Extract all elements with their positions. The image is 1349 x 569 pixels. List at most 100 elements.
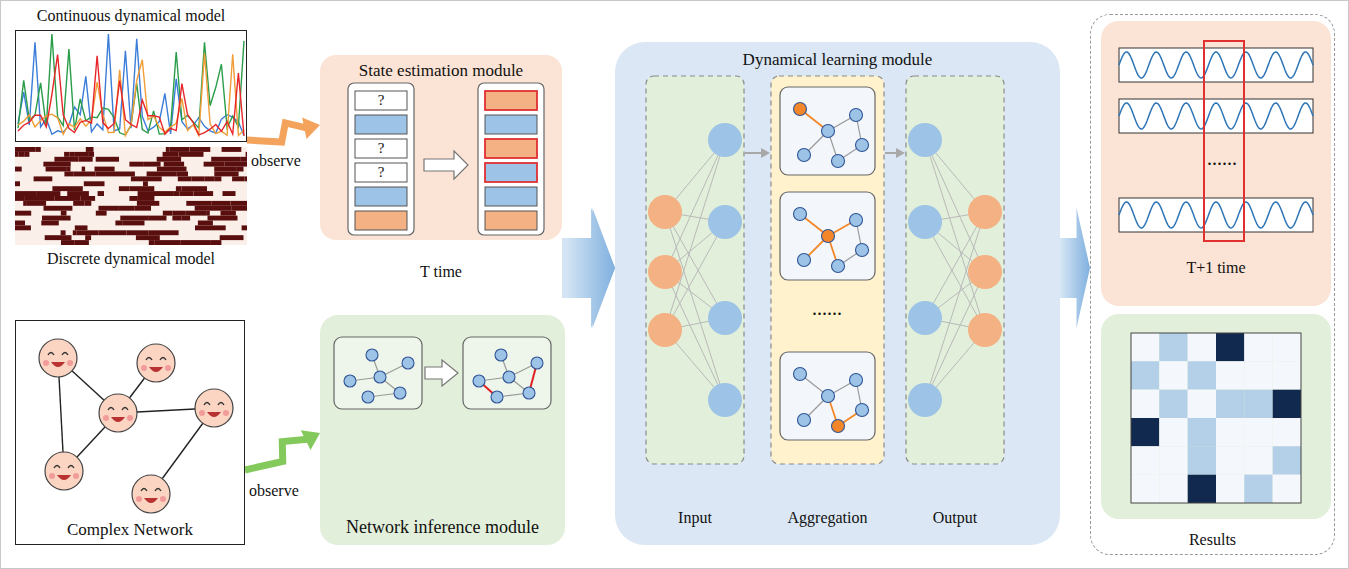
matrix-cell bbox=[1159, 390, 1187, 418]
graph-panel bbox=[780, 87, 875, 175]
face-mouth bbox=[111, 417, 125, 422]
graph-node bbox=[495, 349, 507, 361]
state-bar bbox=[54, 196, 80, 201]
state-bar bbox=[231, 201, 248, 206]
state-bar bbox=[15, 221, 25, 226]
matrix-cell bbox=[1188, 361, 1216, 389]
state-bar bbox=[85, 235, 91, 240]
state-bar bbox=[73, 201, 84, 206]
face-cheek bbox=[141, 365, 147, 371]
state-cell bbox=[355, 211, 407, 230]
ellipsis: ...... bbox=[1205, 147, 1239, 169]
face-mouth bbox=[149, 367, 163, 372]
state-bar bbox=[67, 191, 89, 196]
matrix-cell bbox=[1273, 475, 1301, 503]
state-bar bbox=[15, 191, 37, 196]
state-bar bbox=[86, 147, 94, 152]
node-text: T time bbox=[320, 263, 562, 281]
edge-label: observe bbox=[249, 152, 303, 170]
node-text: Output bbox=[905, 509, 1005, 527]
bolt-line bbox=[245, 439, 307, 470]
state-bar bbox=[166, 147, 170, 152]
matrix-cell bbox=[1131, 361, 1159, 389]
state-bar bbox=[176, 172, 188, 177]
state-cell bbox=[485, 163, 537, 182]
neuron bbox=[708, 205, 742, 239]
state-bar bbox=[98, 191, 104, 196]
state-bar bbox=[84, 181, 105, 186]
series-frame bbox=[1119, 198, 1313, 232]
face-icon bbox=[39, 339, 77, 377]
state-bar bbox=[121, 172, 135, 177]
state-bar bbox=[147, 172, 177, 177]
state-bar bbox=[136, 235, 160, 240]
node-illustration bbox=[15, 6, 247, 142]
state-bar bbox=[79, 157, 93, 162]
flow-arrow bbox=[565, 208, 615, 328]
state-bar bbox=[24, 196, 54, 201]
node-text: Input bbox=[645, 509, 745, 527]
state-bar bbox=[231, 206, 247, 211]
sine-wave bbox=[1119, 103, 1313, 129]
state-bar bbox=[148, 230, 178, 235]
state-bar bbox=[96, 172, 121, 177]
state-bar bbox=[223, 191, 236, 196]
face-cheek bbox=[49, 473, 55, 479]
hollow-arrow bbox=[425, 360, 458, 386]
matrix-cell bbox=[1244, 475, 1272, 503]
state-bar bbox=[15, 225, 31, 230]
neuron bbox=[648, 255, 682, 289]
graph-node bbox=[366, 349, 378, 361]
neuron bbox=[968, 313, 1002, 347]
node-illustration bbox=[905, 75, 1005, 537]
state-bar bbox=[191, 176, 204, 181]
hollow-arrow bbox=[424, 151, 468, 179]
state-bar bbox=[162, 191, 173, 196]
state-cell bbox=[355, 91, 407, 110]
state-bar bbox=[15, 152, 18, 157]
state-bar bbox=[179, 191, 193, 196]
flow-arrow-shape bbox=[1060, 208, 1090, 328]
matrix-cell bbox=[1131, 475, 1159, 503]
face-icon bbox=[195, 389, 233, 427]
neuron bbox=[708, 123, 742, 157]
graph-node bbox=[832, 155, 845, 168]
state-bar bbox=[182, 216, 191, 221]
chart-panel: Continuous dynamical model bbox=[15, 6, 247, 142]
neuron bbox=[908, 301, 942, 335]
state-bar bbox=[44, 206, 73, 211]
face-mouth bbox=[207, 412, 221, 417]
face-cheek bbox=[199, 410, 205, 416]
layer-box: Input bbox=[645, 75, 745, 537]
observe-arrow bbox=[247, 117, 320, 142]
bolt-line bbox=[247, 123, 306, 142]
state-bar bbox=[75, 152, 82, 157]
sine-wave bbox=[1119, 202, 1313, 228]
face-eyes bbox=[146, 358, 166, 361]
state-bar bbox=[41, 221, 59, 226]
series-line bbox=[18, 53, 244, 135]
state-bar bbox=[74, 172, 96, 177]
graph-panel bbox=[463, 337, 551, 409]
matrix-cell bbox=[1273, 446, 1301, 474]
face-cheek bbox=[73, 473, 79, 479]
state-cell bbox=[355, 163, 407, 182]
panel-background bbox=[1101, 21, 1331, 306]
matrix-cell bbox=[1273, 418, 1301, 446]
state-bar bbox=[194, 191, 214, 196]
state-bar bbox=[195, 206, 225, 211]
state-bar bbox=[96, 211, 107, 216]
face-cheek bbox=[103, 415, 109, 421]
layer-box: Output bbox=[905, 75, 1005, 537]
layer-frame bbox=[771, 76, 884, 464]
state-cell bbox=[485, 187, 537, 206]
state-bar bbox=[143, 181, 148, 186]
state-bar bbox=[61, 230, 66, 235]
matrix-cell bbox=[1188, 333, 1216, 361]
state-bar bbox=[221, 211, 236, 216]
face-mouth bbox=[51, 362, 65, 367]
state-bar bbox=[212, 201, 231, 206]
graph-panel bbox=[334, 337, 422, 409]
state-bar bbox=[163, 152, 179, 157]
